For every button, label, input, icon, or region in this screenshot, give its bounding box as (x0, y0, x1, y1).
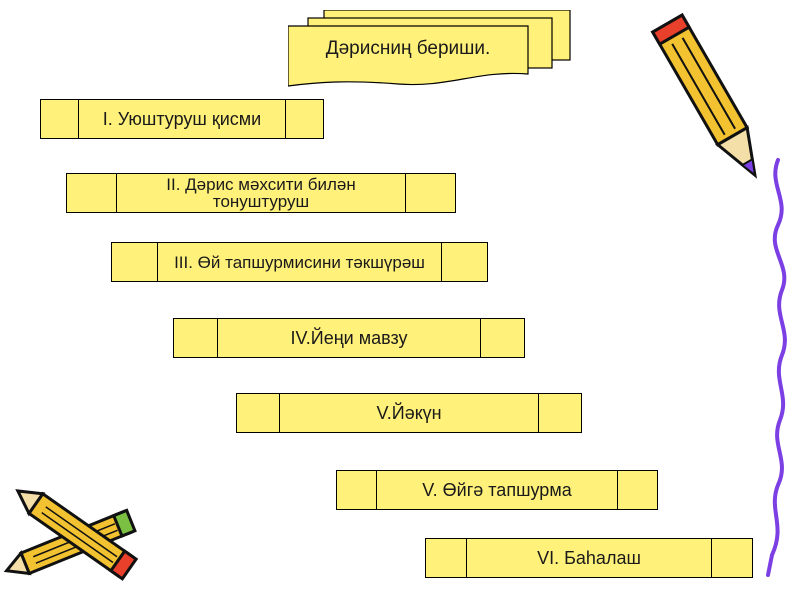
step-5: V.Йәкүн (236, 393, 582, 433)
step-3: III. Өй тапшурмисини тәкшүрәш (111, 242, 488, 282)
step-label: VI. Баһалаш (537, 548, 641, 568)
crossed-pencils-icon (3, 489, 139, 581)
step-label: V.Йәкүн (376, 403, 442, 423)
step-4: IV.Йеңи мавзу (173, 318, 525, 358)
step-label: V. Өйгә тапшурма (422, 480, 572, 500)
step-label: III. Өй тапшурмисини тәкшүрәш (174, 252, 425, 272)
step-7: VI. Баһалаш (425, 538, 753, 578)
step-label: I. Уюштуруш қисми (102, 109, 262, 129)
step-6: V. Өйгә тапшурма (336, 470, 658, 510)
document-stack-icon (288, 10, 571, 87)
step-2: II. Дәрис мәхсити билән тонуштуруш (66, 173, 456, 213)
header-document-shape: Дәрисниң бериши. (288, 10, 572, 90)
pencil-icon (650, 13, 758, 179)
step-label: II. Дәрис мәхсити билән тонуштуруш (166, 175, 356, 211)
step-1: I. Уюштуруш қисми (40, 99, 324, 139)
step-label: IV.Йеңи мавзу (290, 328, 408, 348)
page-title: Дәрисниң бериши. (325, 38, 491, 59)
